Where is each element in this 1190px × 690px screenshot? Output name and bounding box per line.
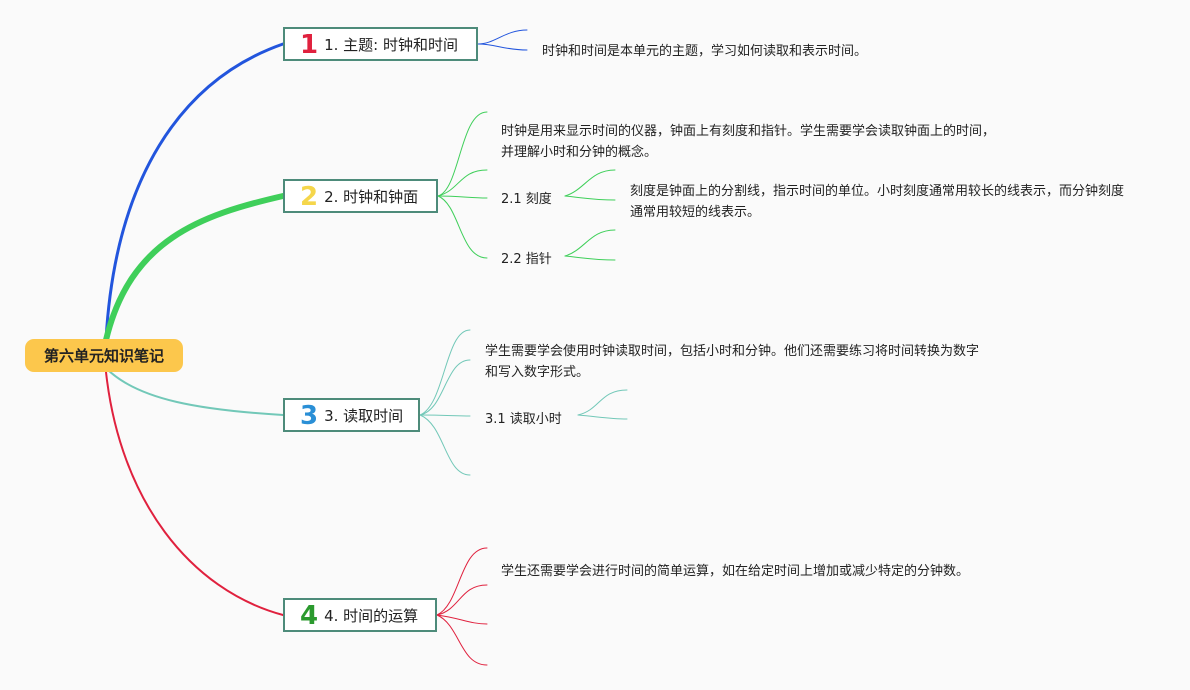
fan-line-3d [419, 414, 471, 476]
topic-node-3[interactable]: 3 3. 读取时间 [283, 398, 420, 432]
fan-line-4b [436, 584, 488, 616]
topic-note-1: 时钟和时间是本单元的主题，学习如何读取和表示时间。 [542, 44, 868, 59]
main-branch-line-2 [103, 193, 286, 343]
fan-line-3-1b [577, 414, 628, 420]
topic-node-2[interactable]: 2 2. 时钟和钟面 [283, 179, 438, 213]
fan-line-4a [436, 547, 488, 616]
main-branch-line-1 [104, 42, 285, 342]
topic-node-4[interactable]: 4 4. 时间的运算 [283, 598, 437, 632]
fan-line-3a [419, 329, 471, 416]
fan-line-3b [419, 359, 471, 416]
topic-label-1: 1. 主题: 时钟和时间 [324, 35, 458, 54]
number-three-icon: 3 [300, 401, 319, 431]
fan-line-2a [437, 111, 488, 197]
fan-line-2-2b [564, 255, 616, 261]
topic-note-3: 学生需要学会使用时钟读取时间，包括小时和分钟。他们还需要练习将时间转换为数字和写… [485, 344, 980, 380]
topic-note-2: 时钟是用来显示时间的仪器，钟面上有刻度和指针。学生需要学会读取钟面上的时间，并理… [501, 124, 996, 160]
fan-line-3c [419, 414, 471, 417]
subtopic-3-1[interactable]: 3.1 读取小时 [485, 412, 562, 427]
fan-line-2-1a [564, 169, 616, 197]
fan-line-2-2a [564, 229, 616, 257]
number-one-icon: 1 [300, 30, 319, 60]
fan-line-1b [477, 43, 528, 51]
main-branch-line-4 [105, 371, 284, 616]
subtopic-2-1[interactable]: 2.1 刻度 [501, 192, 552, 207]
fan-line-2d [437, 195, 488, 259]
root-label: 第六单元知识笔记 [43, 347, 164, 365]
root-node[interactable]: 第六单元知识笔记 [25, 339, 183, 372]
topic-node-1[interactable]: 1 1. 主题: 时钟和时间 [283, 27, 478, 61]
number-four-icon: 4 [300, 601, 319, 631]
subtopic-note-2-1: 刻度是钟面上的分割线，指示时间的单位。小时刻度通常用较长的线表示，而分钟刻度通常… [630, 184, 1125, 220]
subtopic-2-2[interactable]: 2.2 指针 [501, 252, 552, 267]
fan-line-1a [477, 29, 528, 45]
topic-label-4: 4. 时间的运算 [324, 606, 419, 625]
topic-note-4: 学生还需要学会进行时间的简单运算，如在给定时间上增加或减少特定的分钟数。 [501, 564, 970, 579]
fan-line-2-1b [564, 195, 616, 201]
topic-label-2: 2. 时钟和钟面 [324, 187, 419, 206]
fan-line-4d [436, 614, 488, 666]
fan-line-2c [437, 195, 488, 199]
main-branch-line-3 [107, 369, 284, 416]
fan-line-4c [436, 614, 488, 625]
topic-label-3: 3. 读取时间 [324, 406, 404, 425]
fan-line-3-1a [577, 389, 628, 416]
fan-line-2b [437, 169, 488, 197]
number-two-icon: 2 [300, 182, 319, 212]
